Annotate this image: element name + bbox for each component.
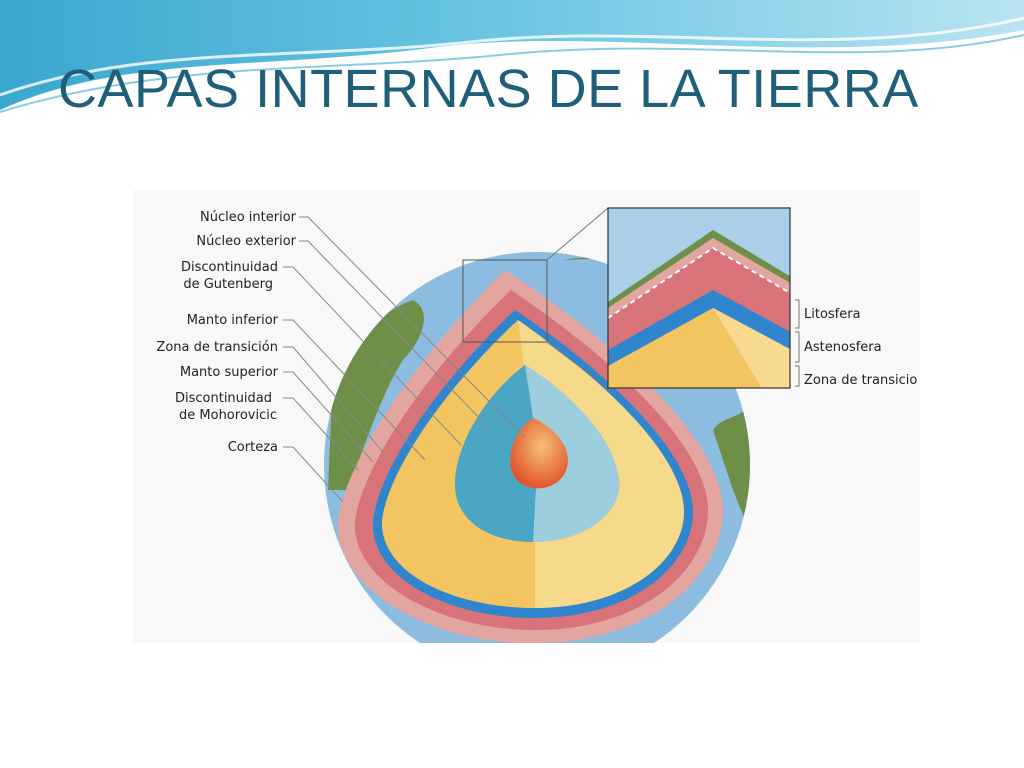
label-nucleo-interior: Núcleo interior — [200, 210, 297, 225]
label-mohorovicic-line1: Discontinuidad — [175, 391, 272, 406]
label-manto-inferior: Manto inferior — [187, 313, 279, 328]
label-zona-transicion: Zona de transición — [156, 340, 278, 355]
zoom-inset — [607, 207, 791, 389]
label-zona-transicion-inset: Zona de transicio — [804, 373, 917, 388]
inner-core-layer — [510, 418, 568, 489]
inset-brackets — [795, 299, 800, 387]
header-wave-decoration — [0, 0, 1024, 113]
label-nucleo-exterior: Núcleo exterior — [196, 234, 296, 249]
slide-title: CAPAS INTERNAS DE LA TIERRA — [58, 59, 919, 119]
label-manto-superior: Manto superior — [180, 365, 279, 380]
label-litosfera: Litosfera — [804, 307, 861, 322]
label-astenosfera: Astenosfera — [804, 340, 882, 355]
leader-lines — [283, 216, 526, 503]
earth-layers-diagram: Litosfera Astenosfera Zona de transicio … — [133, 190, 920, 643]
label-mohorovicic-line2: de Mohorovicic — [179, 408, 277, 423]
zoom-source-frame — [462, 259, 548, 343]
label-gutenberg-line1: Discontinuidad — [181, 260, 278, 275]
label-corteza: Corteza — [228, 440, 278, 455]
label-gutenberg-line2: de Gutenberg — [183, 277, 273, 292]
